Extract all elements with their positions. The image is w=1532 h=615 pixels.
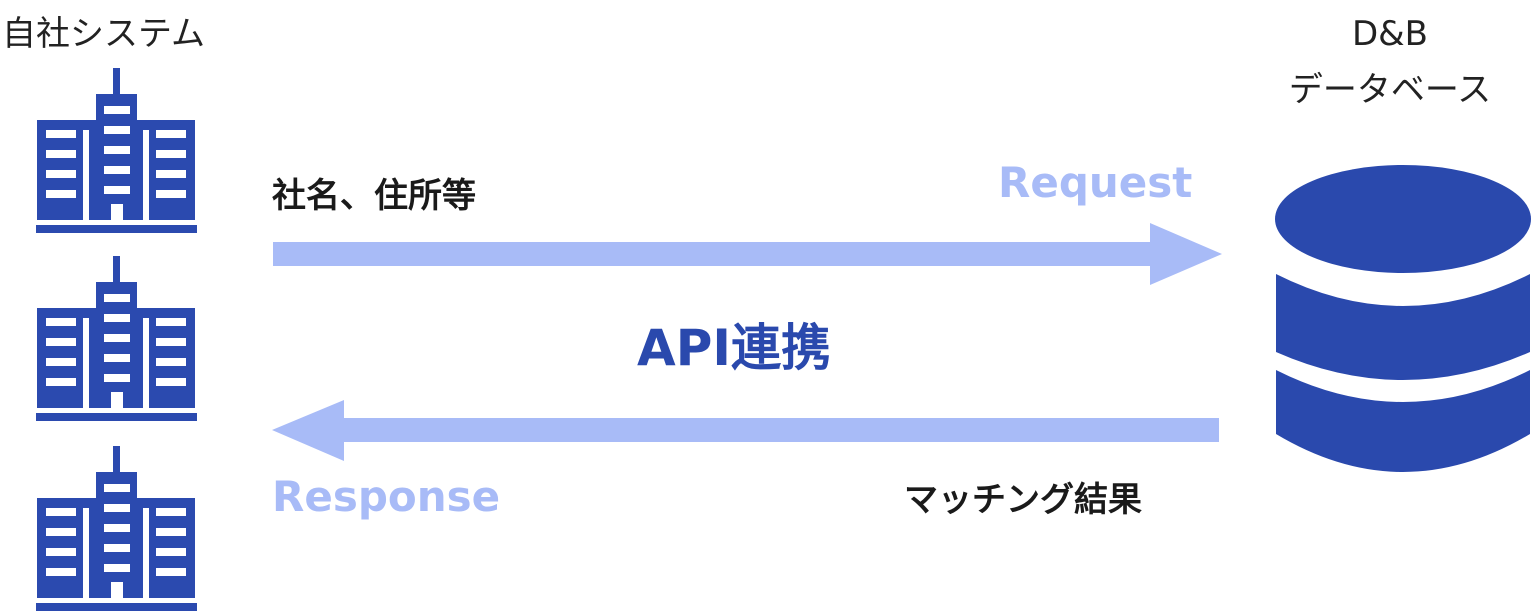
- building-icon-2: [36, 256, 197, 421]
- response-data-label: マッチング結果: [904, 480, 1142, 520]
- database-label-line2: データベース: [1288, 70, 1492, 110]
- request-arrow: [273, 223, 1222, 285]
- database-icon: [1275, 165, 1531, 472]
- database-label: D&B データベース: [1240, 6, 1532, 118]
- request-data-label: 社名、住所等: [272, 176, 476, 216]
- database-label-line1: D&B: [1351, 14, 1429, 54]
- building-icon-3: [36, 446, 197, 611]
- request-label: Request: [998, 158, 1193, 207]
- api-label: API連携: [637, 319, 831, 377]
- own-system-label: 自社システム: [2, 14, 205, 54]
- response-label: Response: [272, 472, 501, 521]
- building-icon-1: [36, 68, 197, 233]
- response-arrow: [272, 400, 1219, 461]
